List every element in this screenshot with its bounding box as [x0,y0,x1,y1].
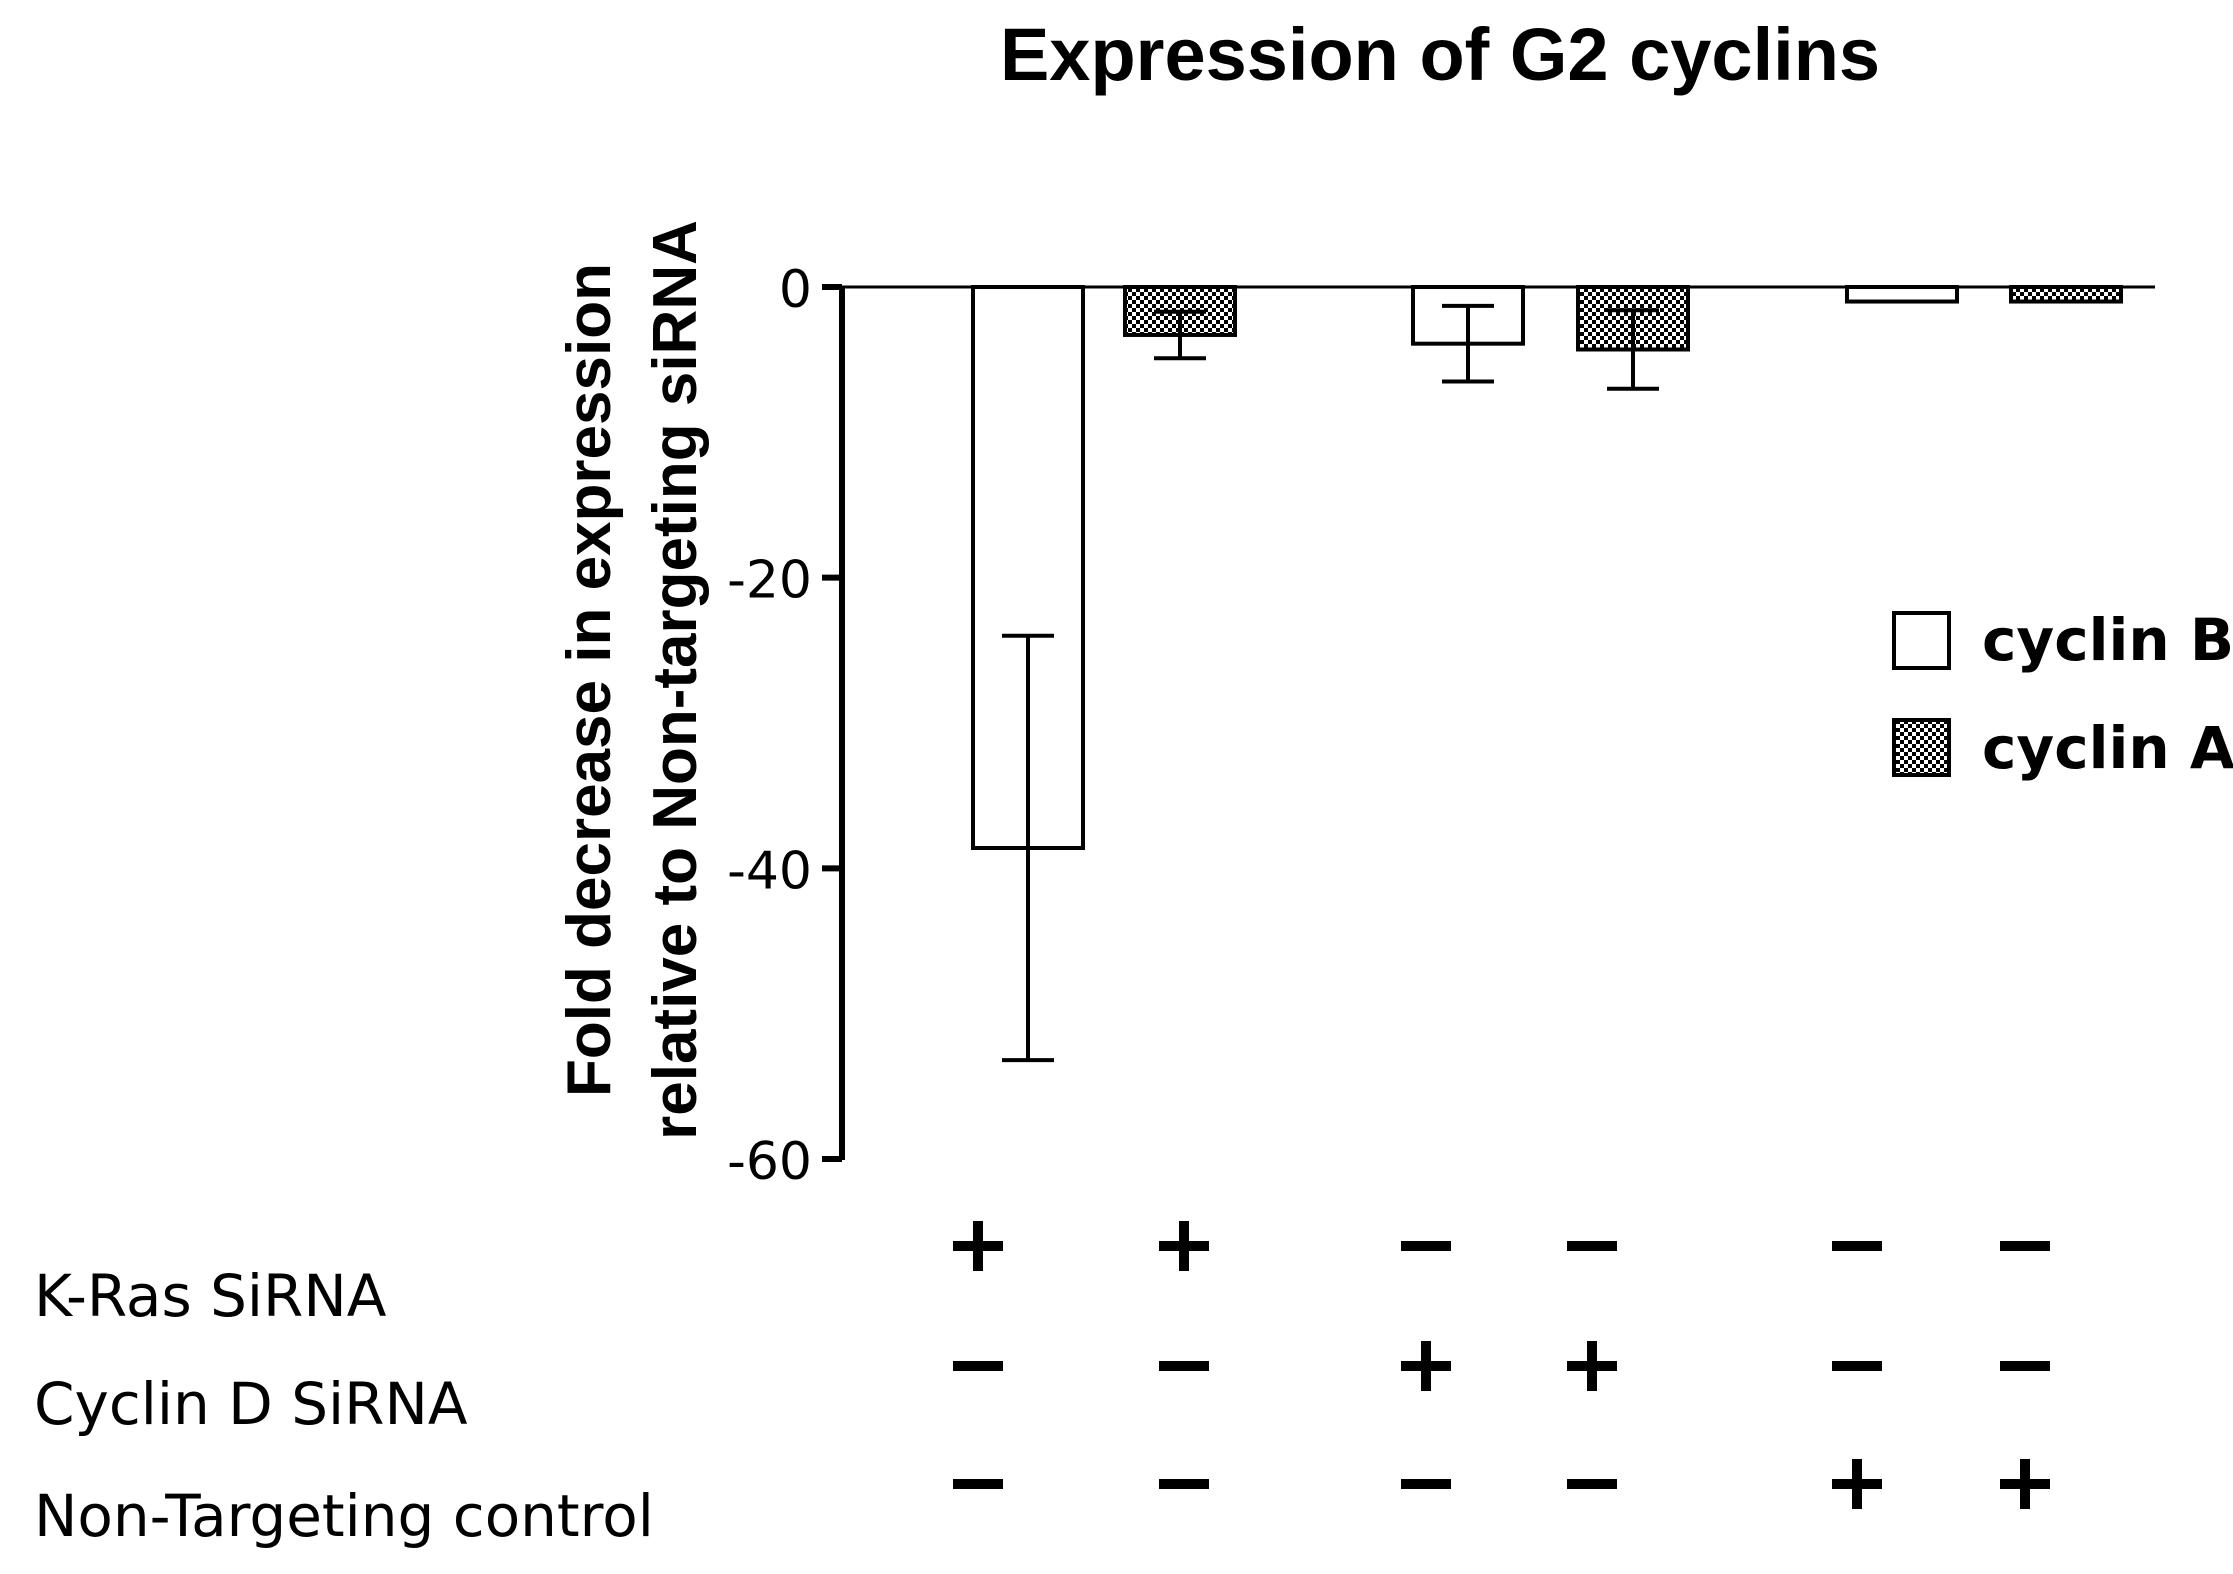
y-tick-label-0: 0 [779,260,812,320]
minus-sign-2-1 [953,1341,1003,1391]
minus-sign-3-2 [1159,1459,1209,1509]
condition-label-kras: K-Ras SiRNA [34,1262,387,1330]
minus-sign-2-5 [1832,1341,1882,1391]
minus-sign-3-4 [1567,1459,1617,1509]
minus-sign-2-2 [1159,1341,1209,1391]
minus-sign-2-6 [2000,1341,2050,1391]
plus-sign-1-2 [1159,1221,1209,1271]
plus-sign-3-5 [1832,1459,1882,1509]
minus-sign-1-5 [1832,1221,1882,1271]
legend-swatch-cyclin-a [1892,718,1951,777]
legend-label-cyclin-a: cyclin A [1982,714,2233,782]
y-tick-label-1: -20 [727,551,812,611]
legend-swatch-cyclin-b [1892,611,1951,670]
bar-5 [1845,285,1959,304]
y-axis-label-line-2: relative to Non-targeting siRNA [641,220,710,1140]
chart-title: Expression of G2 cyclins [1000,13,1880,96]
minus-sign-1-3 [1401,1221,1451,1271]
minus-sign-3-3 [1401,1459,1451,1509]
bar-6 [2009,285,2123,304]
condition-label-cyclin-d: Cyclin D SiRNA [34,1370,468,1438]
plus-sign-2-4 [1567,1341,1617,1391]
y-tick-label-3: -60 [727,1132,812,1192]
condition-label-non-targeting: Non-Targeting control [34,1482,654,1550]
y-tick-label-2: -40 [727,841,812,901]
plus-sign-3-6 [2000,1459,2050,1509]
plus-sign-2-3 [1401,1341,1451,1391]
minus-sign-3-1 [953,1459,1003,1509]
minus-sign-1-6 [2000,1221,2050,1271]
minus-sign-1-4 [1567,1221,1617,1271]
y-axis-label-line-1: Fold decrease in expression [555,263,624,1097]
legend: cyclin B cyclin A [1892,606,2233,782]
plus-sign-1-1 [953,1221,1003,1271]
legend-label-cyclin-b: cyclin B [1982,606,2233,674]
